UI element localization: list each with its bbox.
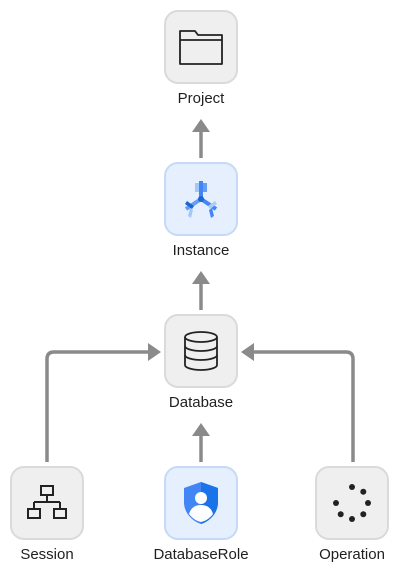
database-icon — [184, 331, 218, 371]
edge-session-to-database — [45, 350, 150, 462]
arrowhead-database-left — [148, 343, 161, 361]
edge-operation-to-database — [252, 350, 355, 462]
cloud-spanner-icon — [184, 181, 218, 218]
instance-tile[interactable] — [164, 162, 238, 236]
database-tile[interactable] — [164, 314, 238, 388]
identity-shield-icon — [184, 482, 218, 524]
folder-icon — [179, 30, 223, 65]
session-tile[interactable] — [10, 466, 84, 540]
node-session[interactable]: Session — [0, 466, 107, 563]
node-instance[interactable]: Instance — [141, 162, 261, 259]
arrowhead-project — [192, 119, 210, 132]
node-databaserole[interactable]: DatabaseRole — [141, 466, 261, 563]
arrowhead-instance — [192, 271, 210, 284]
node-label-instance: Instance — [172, 242, 230, 259]
network-tree-icon — [27, 485, 67, 519]
node-label-session: Session — [20, 546, 74, 563]
node-label-databaserole: DatabaseRole — [153, 546, 249, 563]
node-label-database: Database — [168, 394, 234, 411]
node-operation[interactable]: Operation — [292, 466, 400, 563]
databaserole-tile[interactable] — [164, 466, 238, 540]
operation-tile[interactable] — [315, 466, 389, 540]
node-label-operation: Operation — [319, 546, 385, 563]
node-database[interactable]: Database — [141, 314, 261, 411]
loading-dots-icon — [333, 484, 371, 522]
node-label-project: Project — [177, 90, 225, 107]
arrowhead-database-bottom — [192, 423, 210, 436]
node-project[interactable]: Project — [141, 10, 261, 107]
project-tile[interactable] — [164, 10, 238, 84]
arrowhead-database-right — [241, 343, 254, 361]
